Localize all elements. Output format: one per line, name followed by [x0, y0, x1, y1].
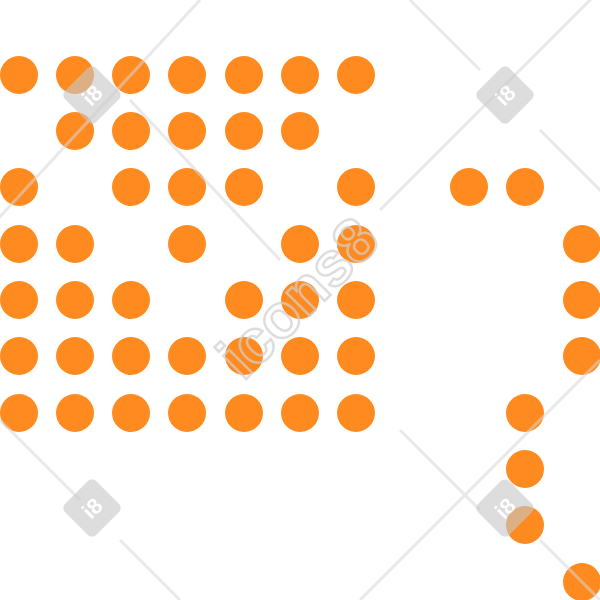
dot: [0, 281, 38, 319]
dot: [337, 224, 376, 263]
dot: [224, 337, 263, 376]
dot: [112, 168, 151, 207]
dot: [562, 337, 600, 376]
dot: [562, 281, 600, 319]
dot: [337, 337, 376, 376]
dot: [337, 55, 376, 94]
dot: [168, 337, 207, 376]
dot: [224, 168, 263, 207]
dot: [281, 55, 319, 94]
dot: [0, 393, 38, 432]
dot: [281, 224, 319, 263]
dot: [224, 112, 263, 151]
dot: [449, 168, 488, 207]
dot: [281, 112, 319, 151]
dot: [112, 112, 151, 151]
dot: [562, 562, 600, 600]
dot: [112, 281, 151, 319]
dot: [224, 281, 263, 319]
dot: [112, 393, 151, 432]
watermark-logo-text: i8: [77, 493, 108, 524]
dot: [0, 337, 38, 376]
dot: [506, 393, 545, 432]
dot: [337, 281, 376, 319]
dot: [112, 337, 151, 376]
dot: [0, 224, 38, 263]
dot: [55, 55, 94, 94]
dot: [168, 393, 207, 432]
dot: [0, 55, 38, 94]
dot: [562, 224, 600, 263]
dot: [224, 55, 263, 94]
watermark-logo-text: i8: [490, 80, 521, 111]
dot: [168, 168, 207, 207]
dot: [55, 224, 94, 263]
dot: [281, 281, 319, 319]
dot: [112, 55, 151, 94]
dot: [168, 55, 207, 94]
dot: [168, 112, 207, 151]
dot: [55, 281, 94, 319]
dot: [506, 506, 545, 545]
dot: [224, 393, 263, 432]
dot: [506, 168, 545, 207]
dot: [506, 449, 545, 488]
dot: [0, 168, 38, 207]
dot: [281, 393, 319, 432]
watermark-logo-top-right: i8: [476, 66, 534, 124]
watermark-logo-bottom-left: i8: [63, 479, 121, 537]
dot: [337, 168, 376, 207]
dot: [337, 393, 376, 432]
dot: [168, 224, 207, 263]
dot: [55, 393, 94, 432]
dot: [55, 112, 94, 151]
dot: [55, 337, 94, 376]
dot: [281, 337, 319, 376]
